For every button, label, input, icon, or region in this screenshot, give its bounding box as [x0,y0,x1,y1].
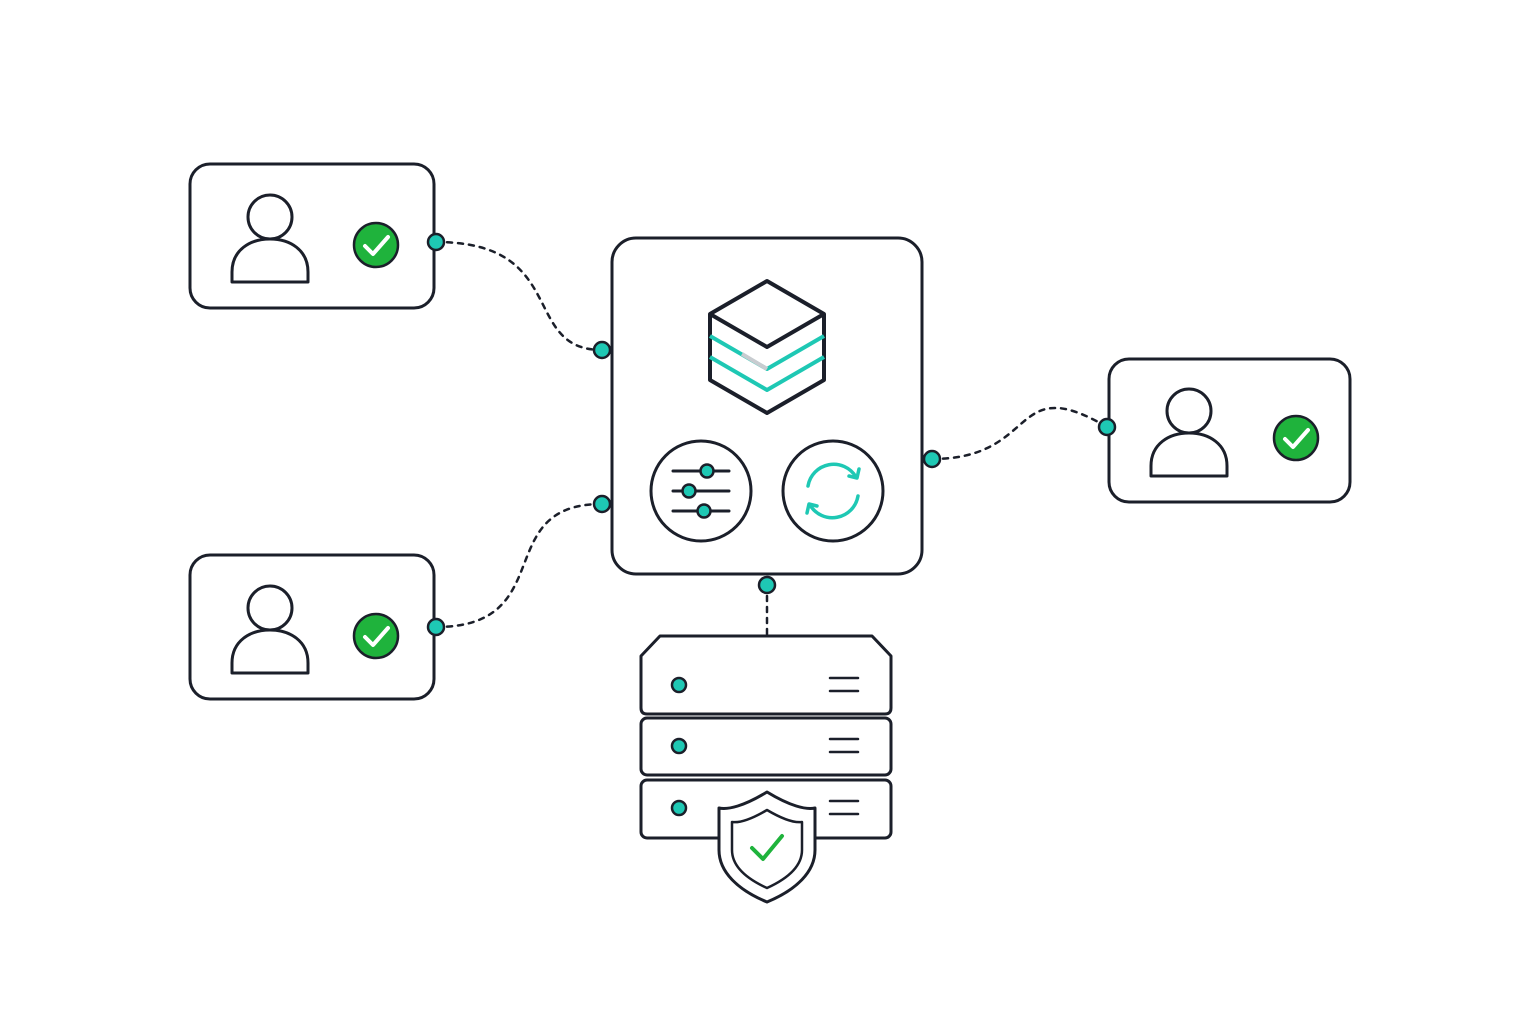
server-led-3 [670,799,688,817]
sync-icon[interactable] [781,439,885,543]
user-card-bottom-left[interactable] [188,553,436,701]
port-user-bottom-left[interactable] [426,617,446,637]
port-hub-right[interactable] [922,449,942,469]
check-badge-icon [1272,414,1320,462]
check-badge-icon [352,612,400,660]
user-icon [230,584,310,675]
stacked-cube-icon [708,279,826,415]
server-led-1 [670,676,688,694]
server-led-2 [670,737,688,755]
user-card-right[interactable] [1107,357,1352,504]
user-icon [1149,387,1229,478]
user-card-top-left[interactable] [188,162,436,310]
sliders-icon[interactable] [649,439,753,543]
shield-check-icon [717,790,817,904]
port-hub-left-top[interactable] [592,340,612,360]
port-hub-left-bottom[interactable] [592,494,612,514]
port-user-right[interactable] [1097,417,1117,437]
port-user-top-left[interactable] [426,232,446,252]
connector-user-top-left-hub [434,240,604,352]
connector-user-bottom-left-hub [434,502,604,629]
user-icon [230,193,310,284]
connector-hub-user-right [930,406,1109,461]
port-hub-bottom[interactable] [757,575,777,595]
hub-card[interactable] [610,236,924,576]
check-badge-icon [352,221,400,269]
